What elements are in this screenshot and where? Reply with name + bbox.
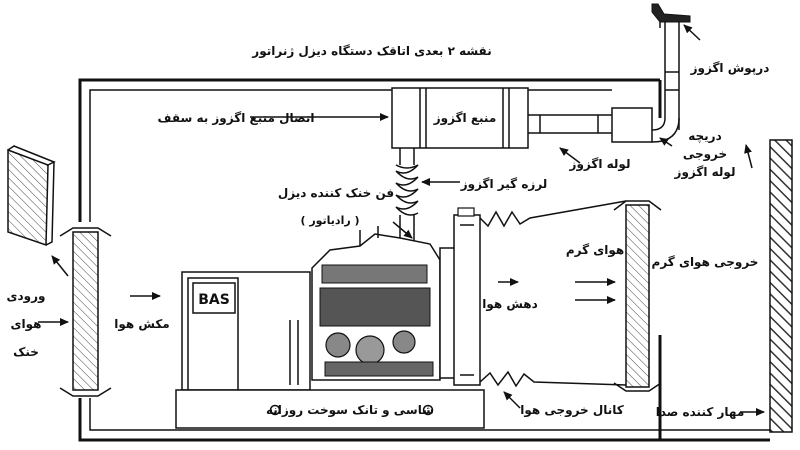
label-air-intake: مکش هوا	[114, 317, 170, 332]
label-cool-in-3: خنک	[13, 345, 39, 359]
arrow-hot-air-out	[744, 144, 753, 169]
label-hot-air: هوای گرم	[566, 243, 624, 258]
radiator	[439, 207, 481, 386]
label-radiator-1: فن خنک کننده دیزل	[278, 186, 394, 200]
brand-logo-text: BAS	[198, 292, 230, 308]
label-cool-in-1: ورودی	[7, 289, 46, 304]
rain-cap-icon	[651, 3, 691, 28]
labels: نقشه ۲ بعدی اتاقک دستگاه دیزل ژنراتور در…	[7, 44, 770, 419]
arrow-exhaust-pipe	[559, 147, 581, 164]
arrow-rain-cap	[683, 24, 701, 41]
label-muffler: منبع اگزوز	[433, 111, 497, 126]
room-walls	[78, 78, 770, 442]
air-duct	[479, 200, 627, 388]
label-silencer: مهار کننده صدا	[656, 405, 745, 419]
label-muffler-ceiling: اتصال منبع اگزوز به سقف	[158, 111, 315, 126]
label-damper-3: لوله اگزوز	[674, 165, 736, 180]
muffler	[391, 87, 529, 149]
alternator: BAS	[181, 271, 311, 391]
sound-attenuator-wall	[769, 139, 793, 433]
arrow-air-duct	[503, 391, 521, 409]
label-flex-bellows: لرزه گیر اگزوز	[460, 177, 548, 192]
flow-arrows	[38, 24, 765, 416]
chassis-base	[175, 389, 485, 429]
engine-block	[311, 226, 441, 381]
label-cool-in-2: هوای	[11, 317, 42, 332]
label-air-duct: کانال خروجی هوا	[520, 403, 624, 418]
label-exhaust-pipe: لوله اگزوز	[569, 157, 631, 172]
arrow-radiator	[392, 221, 413, 239]
label-chassis: شاسی و تانک سوخت روزانه	[266, 403, 434, 418]
label-air-blow: دهش هوا	[482, 297, 538, 312]
label-rain-cap: درپوش اگزوز	[690, 61, 770, 76]
outside-louver-icon	[7, 145, 56, 247]
label-damper-1: دریچه	[688, 129, 722, 143]
label-radiator-2: ( رادیاتور )	[300, 214, 359, 227]
brand-logo	[192, 282, 236, 314]
diagram-title: نقشه ۲ بعدی اتاقک دستگاه دیزل ژنراتور	[251, 44, 491, 59]
arrow-damper	[659, 137, 673, 147]
arrow-louver	[51, 255, 69, 277]
exhaust-pipe	[528, 20, 680, 143]
label-damper-2: خروجی	[683, 147, 727, 162]
label-hot-air-out: خروجی هوای گرم	[652, 255, 759, 270]
inlet-louver	[59, 227, 112, 397]
outlet-louver	[613, 200, 662, 392]
